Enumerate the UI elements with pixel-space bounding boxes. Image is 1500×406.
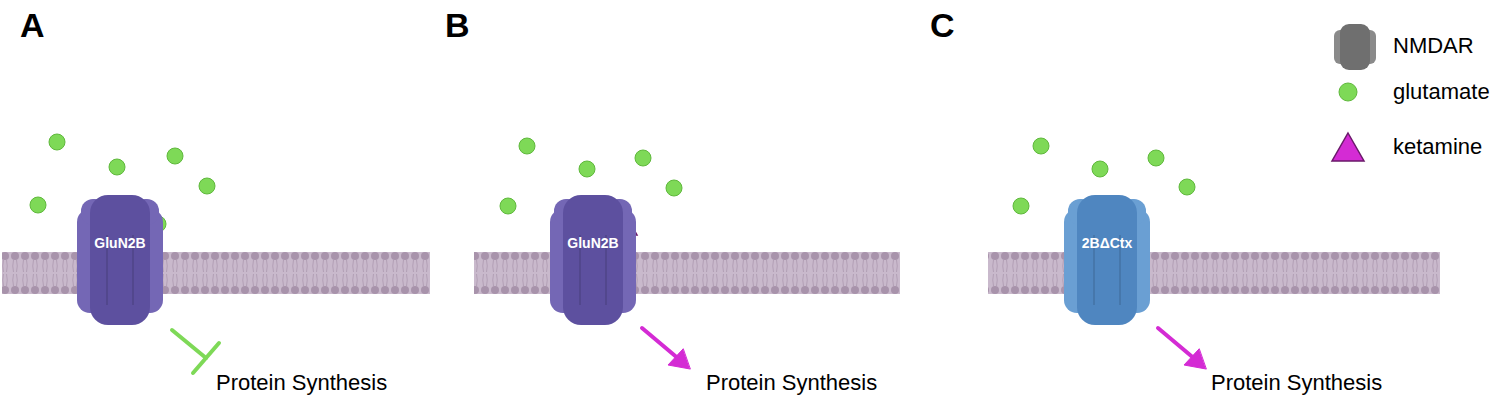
membrane — [474, 252, 900, 294]
legend-text: glutamate — [1393, 79, 1490, 105]
receptor-label: GluN2B — [77, 235, 163, 251]
panel-letter: A — [20, 6, 45, 45]
membrane — [988, 252, 1440, 294]
nmda-receptor: GluN2B — [550, 195, 636, 325]
outcome-label: Protein Synthesis — [216, 370, 387, 396]
legend-text: ketamine — [1393, 134, 1482, 160]
receptor-label: 2BΔCtx — [1064, 235, 1150, 251]
membrane — [2, 252, 1440, 294]
legend-text: NMDAR — [1393, 33, 1474, 59]
panel-letter: C — [930, 6, 955, 45]
membrane — [2, 252, 430, 294]
legend-swatch — [1339, 83, 1357, 101]
legend-swatch — [1332, 133, 1364, 161]
nmda-receptor: GluN2B — [77, 195, 163, 325]
outcome-label: Protein Synthesis — [706, 370, 877, 396]
inhibition-mark — [172, 330, 219, 373]
receptor-shape — [550, 195, 636, 325]
panel-letter: B — [445, 6, 470, 45]
activation-arrow — [642, 328, 1206, 369]
nmda-receptor: 2BΔCtx — [1064, 195, 1150, 325]
receptor-shape — [77, 195, 163, 325]
receptor-label: GluN2B — [550, 235, 636, 251]
receptor-shape — [1064, 195, 1150, 325]
legend-receptor-icon — [1334, 24, 1376, 70]
outcome-label: Protein Synthesis — [1211, 370, 1382, 396]
